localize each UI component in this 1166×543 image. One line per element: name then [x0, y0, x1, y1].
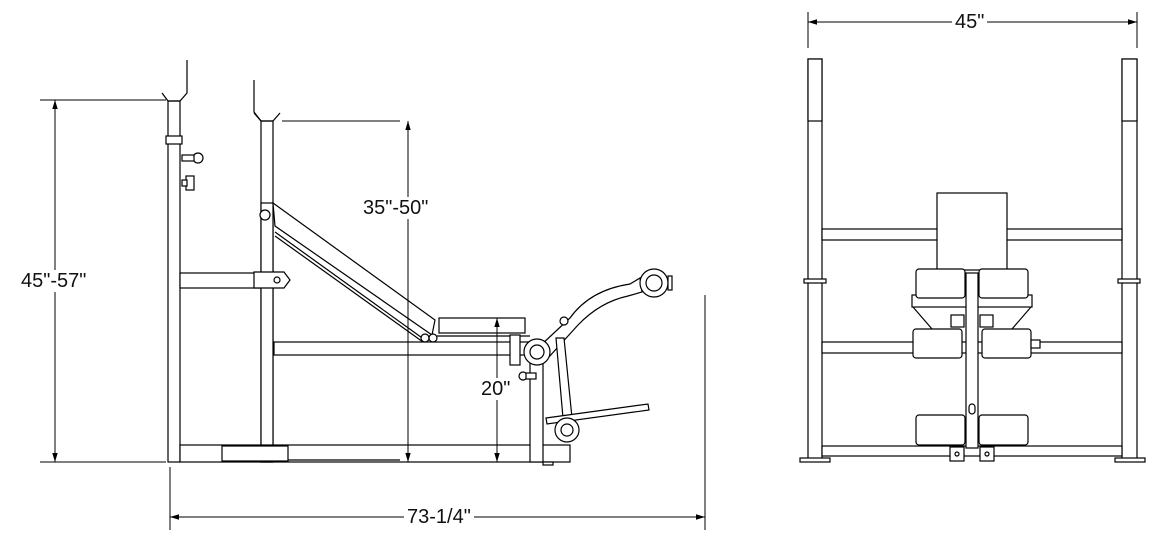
front-upright: [253, 80, 281, 463]
bottom-rail: [179, 444, 571, 463]
seat: [437, 317, 530, 337]
front-uprights: [803, 58, 1141, 462]
overall-width-label: 45": [952, 11, 988, 33]
backrest: [272, 201, 438, 343]
backrest-front: [936, 192, 1008, 271]
cross-bar: [179, 271, 291, 289]
pads: [911, 268, 1041, 446]
leg-extension-arm: [523, 268, 673, 466]
rear-upright: [161, 60, 204, 463]
center-post: [949, 272, 995, 462]
side-view: [161, 60, 673, 466]
height-range-label: 45"-57": [18, 270, 90, 292]
overall-length-label: 73-1/4": [404, 506, 474, 528]
front-view: [799, 58, 1146, 463]
seat-height-label: 20": [478, 378, 514, 400]
mid-rail: [273, 341, 533, 356]
backrest-range-label: 35"-50": [360, 197, 432, 219]
